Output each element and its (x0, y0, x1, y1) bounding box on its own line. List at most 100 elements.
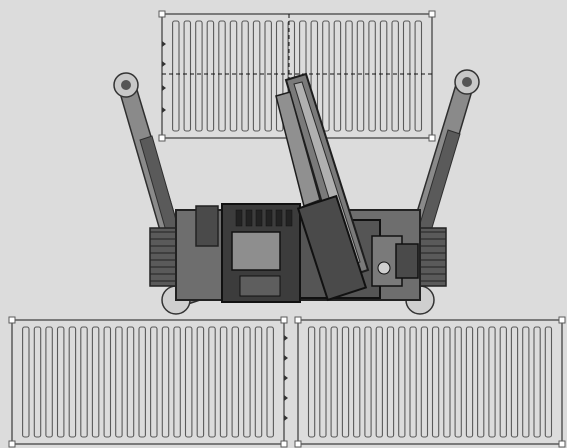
container-top-slat (172, 20, 180, 132)
container-bottom-right-slat (307, 326, 316, 438)
container-bottom-left-slat (184, 326, 193, 438)
container-bottom-left-slat (254, 326, 263, 438)
container-top-marker (162, 61, 166, 67)
container-bottom-left-slat (126, 326, 135, 438)
container-bottom-right-slat (375, 326, 383, 438)
container-bottom-right-slat (353, 326, 361, 438)
right-block (395, 243, 419, 279)
container-bottom-left-marker (284, 335, 288, 341)
container-top-slat (333, 20, 342, 132)
container-bottom-left-marker (284, 395, 288, 401)
container-top-corner (158, 10, 166, 18)
container-bottom-left-slat (243, 326, 251, 438)
container-top-slat (345, 20, 353, 132)
left-outrigger-pad-inner (121, 80, 131, 90)
cab-window (231, 231, 281, 271)
cab-panel (239, 275, 281, 297)
container-bottom-left-corner (8, 316, 16, 324)
right-track (419, 227, 447, 287)
container-bottom-left-corner (280, 440, 288, 448)
container-top-marker (162, 85, 166, 91)
container-bottom-right-slat (386, 326, 395, 438)
container-bottom-right-corner (294, 440, 302, 448)
container-top (158, 10, 436, 142)
container-bottom-left-slat (173, 326, 181, 438)
container-bottom-left-slat (68, 326, 77, 438)
container-top-slat (183, 20, 192, 132)
container-bottom-left-slat (208, 326, 216, 438)
container-top-slat (229, 20, 238, 132)
container-bottom-right-slat (364, 326, 372, 438)
chassis (175, 203, 421, 303)
grille-vent (265, 209, 273, 227)
container-bottom-right-slat (398, 326, 406, 438)
boom-counterweight (296, 194, 368, 302)
container-bottom-left-corner (8, 440, 16, 448)
container-top-slat (356, 20, 365, 132)
boom-cylinder (275, 91, 321, 207)
container-top-slat (275, 20, 284, 132)
container-top-slat (218, 20, 226, 132)
container-top-corner (428, 134, 436, 142)
grille-vent (275, 209, 283, 227)
container-bottom-right-corner (558, 440, 566, 448)
chassis-left-block (195, 205, 219, 247)
container-bottom-left-slat (103, 326, 112, 438)
container-bottom-left-marker (284, 375, 288, 381)
container-bottom-left (8, 316, 288, 448)
container-bottom-right-slat (431, 326, 440, 438)
container-bottom-left-corner (280, 316, 288, 324)
container-top-slat (206, 20, 215, 132)
container-top-slat (264, 20, 272, 132)
container-bottom-left-slat (231, 326, 240, 438)
boom (275, 72, 370, 302)
container-bottom-left-slat (150, 326, 158, 438)
grille-vent (255, 209, 263, 227)
grille-vent (285, 209, 293, 227)
container-top-slat (379, 20, 388, 132)
container-bottom-right-slat (443, 326, 451, 438)
container-top-corner (428, 10, 436, 18)
container-top-corner (158, 134, 166, 142)
side-box-gauge (377, 261, 391, 275)
container-top-slat (391, 20, 399, 132)
container-bottom-left-slat (161, 326, 170, 438)
right-outrigger-pad-inner (462, 77, 472, 87)
container-bottom-right-corner (294, 316, 302, 324)
container-bottom-right-slat (544, 326, 553, 438)
grille-vent (245, 209, 253, 227)
container-bottom-right-slat (454, 326, 462, 438)
container-bottom-left-slat (56, 326, 65, 438)
container-bottom-right-slat (341, 326, 350, 438)
centerline-group (162, 14, 432, 138)
engine-block (235, 209, 293, 227)
container-bottom-right (294, 316, 566, 448)
container-bottom-right-slat (319, 326, 327, 438)
container-top-marker (162, 107, 166, 113)
container-bottom-left-slat (266, 326, 274, 438)
container-top-slat (241, 20, 249, 132)
left-track (149, 227, 177, 287)
container-bottom-left-frame (11, 319, 285, 445)
container-bottom-left-slat (138, 326, 146, 438)
grille-vent (235, 209, 243, 227)
container-bottom-right-frame (297, 319, 563, 445)
container-bottom-right-corner (558, 316, 566, 324)
container-top-slat (252, 20, 261, 132)
container-bottom-right-slat (499, 326, 507, 438)
container-top-slat (368, 20, 376, 132)
container-bottom-left-marker (284, 415, 288, 421)
machine (113, 69, 480, 315)
container-bottom-right-slat (477, 326, 485, 438)
container-bottom-right-slat (488, 326, 496, 438)
container-bottom-right-slat (409, 326, 417, 438)
container-bottom-right-slat (510, 326, 519, 438)
container-bottom-left-slat (33, 326, 42, 438)
container-top-marker (162, 41, 166, 47)
container-bottom-right-slat (330, 326, 338, 438)
container-bottom-left-slat (196, 326, 205, 438)
container-bottom-left-slat (80, 326, 88, 438)
container-bottom-right-slat (533, 326, 541, 438)
container-bottom-left-slat (22, 326, 30, 438)
